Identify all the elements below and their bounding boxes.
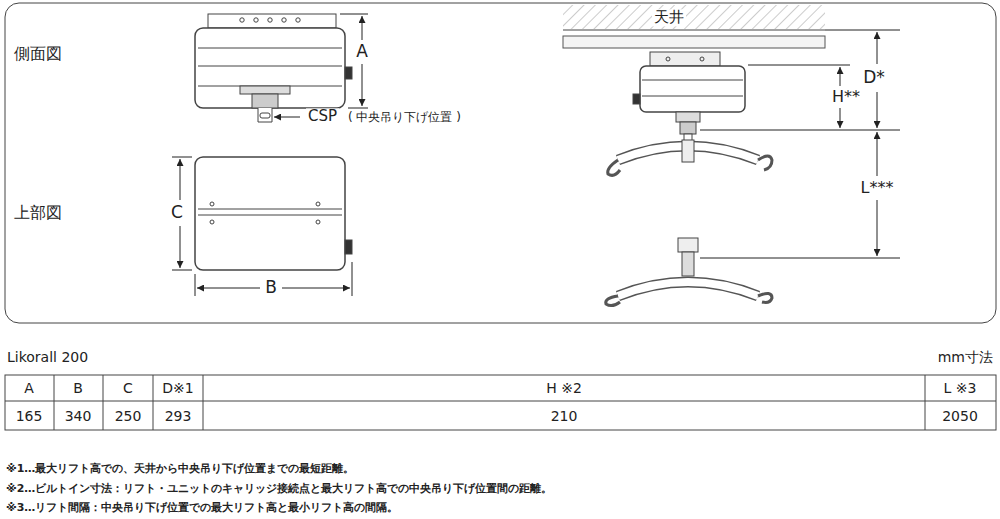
- footnote: ※3…リフト間隔：中央吊り下げ位置での最大リフト高と最小リフト高の間隔。: [4, 502, 400, 515]
- table-cell: 165: [14, 408, 45, 424]
- csp-leader: [274, 117, 300, 118]
- table-cell: 340: [63, 408, 94, 424]
- dimension-label: B: [263, 278, 279, 298]
- dimension-table: [5, 375, 996, 430]
- footnote: ※1…最大リフト高での、天井から中央吊り下げ位置までの最短距離。: [4, 463, 356, 476]
- ceiling: [563, 5, 825, 48]
- spreader-bar-lower: [606, 238, 772, 306]
- table-header: C: [121, 380, 135, 396]
- side-view-unit: [195, 14, 352, 122]
- table-cell: 250: [113, 408, 144, 424]
- table-header: A: [22, 380, 36, 396]
- table-cell: 2050: [940, 408, 980, 424]
- table-header: B: [71, 380, 85, 396]
- ceiling-label: 天井: [652, 9, 686, 26]
- dimension-label: C: [169, 203, 185, 223]
- frame: [5, 3, 996, 323]
- top-view-unit: [195, 157, 352, 270]
- footnote: ※2…ビルトイン寸法：リフト・ユニットのキャリッジ接続点と最大リフト高での中央吊…: [4, 483, 554, 496]
- dimension-label: H**: [830, 88, 862, 106]
- table-title: Likorall 200: [5, 349, 90, 365]
- table-header: H ※2: [544, 380, 584, 396]
- callout-label: CSP: [306, 108, 339, 125]
- dimension-d-h-l: [700, 30, 900, 258]
- spreader-bar-upper: [608, 140, 772, 175]
- view-title: 上部図: [12, 204, 64, 222]
- table-cell: 293: [163, 408, 194, 424]
- dimension-label: L***: [859, 179, 896, 197]
- table-cell: 210: [549, 408, 580, 424]
- dimension-label: D*: [861, 68, 887, 88]
- dimension-label: A: [354, 42, 370, 62]
- view-title: 側面図: [12, 45, 64, 63]
- callout-note: ( 中央吊り下げ位置 ): [346, 111, 463, 125]
- table-header: L ※3: [942, 380, 979, 396]
- table-header: D※1: [160, 380, 195, 396]
- unit-note: mm寸法: [936, 349, 995, 365]
